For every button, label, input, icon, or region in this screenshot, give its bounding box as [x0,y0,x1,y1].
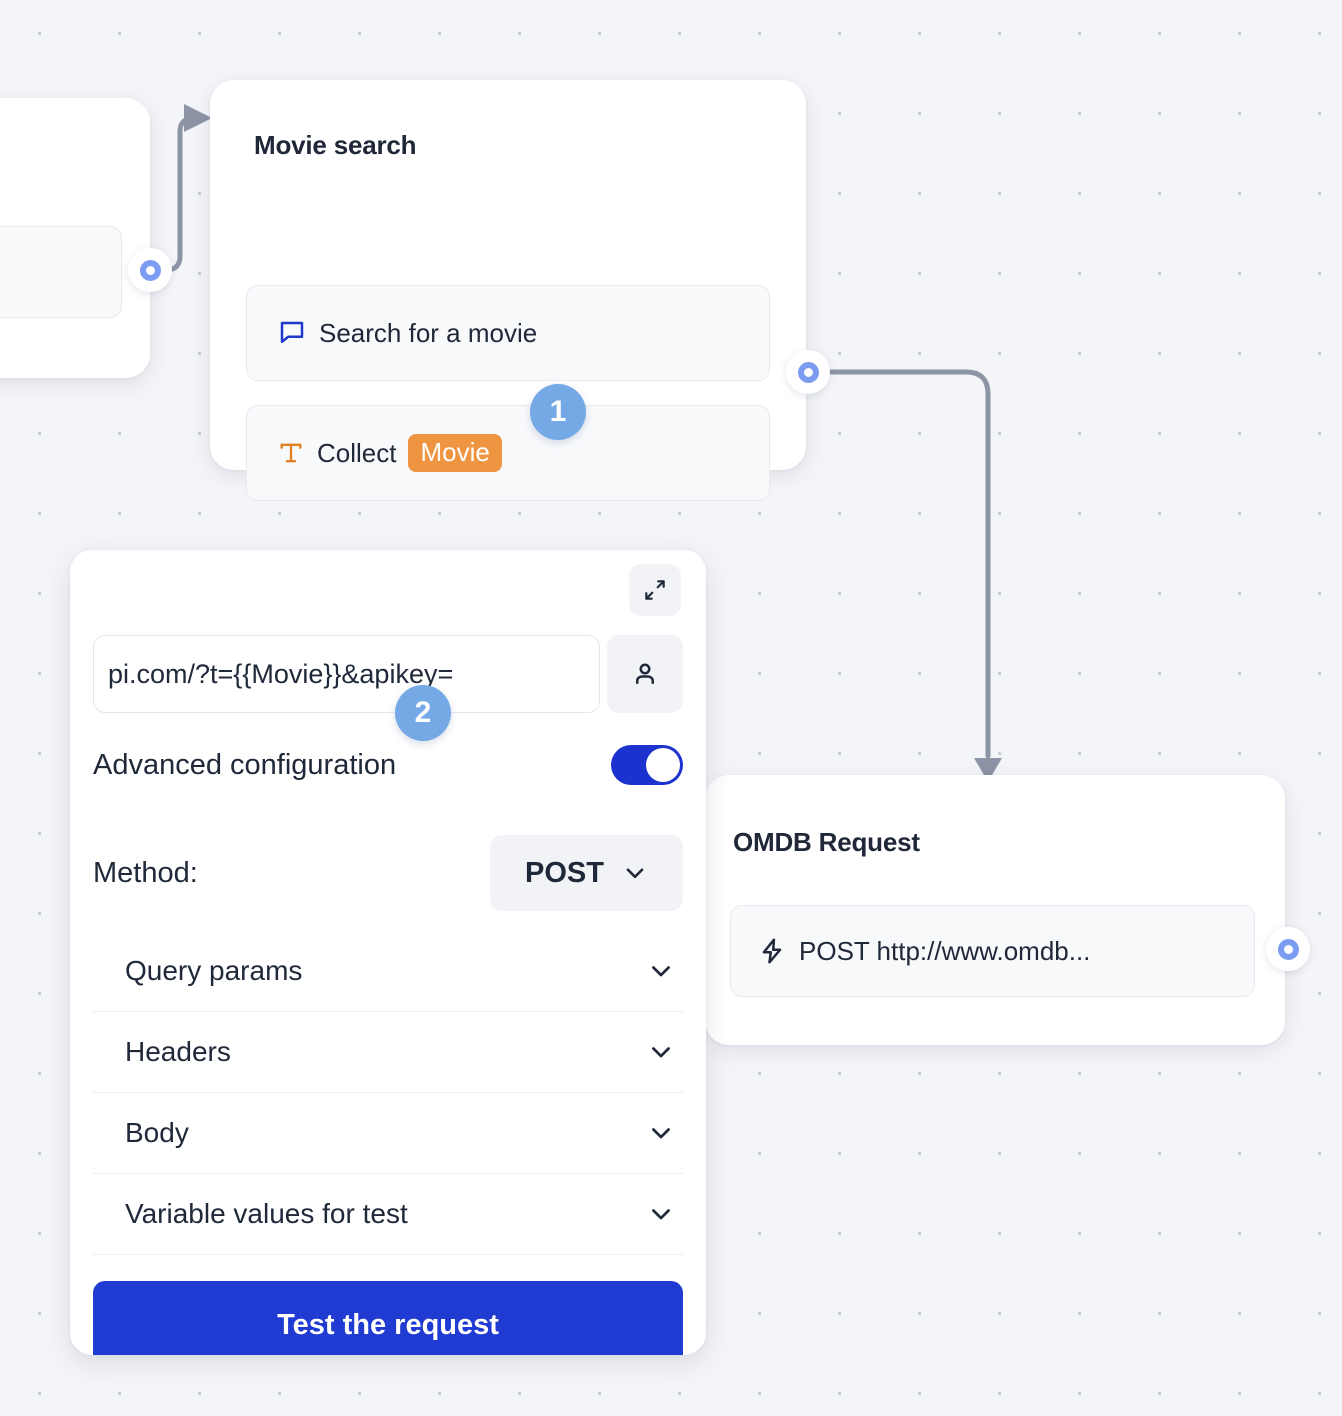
chevron-down-icon [622,860,648,886]
node-omdb-request[interactable]: OMDB Request POST http://www.omdb... [705,775,1285,1045]
url-row [93,635,683,713]
accordion-item-body[interactable]: Body [93,1093,683,1174]
method-select[interactable]: POST [490,835,683,911]
toggle-knob [646,748,680,782]
port-previous-output[interactable] [128,248,172,292]
lightning-bolt-icon [757,936,787,966]
node-row-text: Search for a movie [319,317,538,348]
previous-node-row[interactable] [0,226,122,318]
node-row-label-wrap: POST http://www.omdb... [757,936,1090,967]
node-row-post-request[interactable]: POST http://www.omdb... [730,905,1255,997]
previous-node-card[interactable] [0,98,150,378]
node-row-collect-movie[interactable]: Collect Movie [246,405,770,501]
node-omdb-request-title: OMDB Request [733,827,920,857]
text-t-icon [277,439,305,467]
node-movie-search-title: Movie search [254,130,417,160]
accordion-item-headers[interactable]: Headers [93,1012,683,1093]
accordion-label: Headers [125,1036,231,1067]
accordion-item-query-params[interactable]: Query params [93,931,683,1012]
request-sections-accordion: Query params Headers Body [93,931,683,1255]
accordion-label: Query params [125,955,303,986]
advanced-configuration-row: Advanced configuration [93,745,683,785]
url-input[interactable] [93,635,601,713]
node-row-text: Collect [317,437,397,468]
person-icon[interactable] [607,635,683,713]
accordion-label: Body [125,1117,189,1148]
node-row-text: POST http://www.omdb... [799,935,1091,966]
node-row-search-for-a-movie[interactable]: Search for a movie [246,285,770,381]
accordion-item-variable-values-for-test[interactable]: Variable values for test [93,1174,683,1255]
chat-bubble-icon [277,318,307,348]
node-row-label-wrap: Collect Movie [277,433,502,473]
node-movie-search[interactable]: Movie search Search for a movie [210,80,806,501]
test-the-request-button[interactable]: Test the request [93,1281,683,1355]
node-row-label-wrap: Search for a movie [277,318,537,349]
port-omdb-request-output[interactable] [1266,927,1310,971]
chevron-down-icon[interactable] [647,1119,675,1147]
accordion-label: Variable values for test [125,1198,408,1229]
step-badge-1: 1 [530,384,586,440]
chevron-down-icon[interactable] [647,957,675,985]
method-row: Method: POST [93,835,683,911]
port-movie-search-output[interactable] [786,350,830,394]
variable-tag-movie[interactable]: Movie [408,433,502,473]
method-select-value: POST [525,856,604,889]
method-label: Method: [93,856,198,889]
chevron-down-icon[interactable] [647,1200,675,1228]
chevron-down-icon[interactable] [647,1038,675,1066]
step-badge-2: 2 [395,685,451,741]
expand-diagonal-icon[interactable] [629,564,681,616]
request-config-panel[interactable]: Advanced configuration Method: POST Quer… [70,550,706,1355]
advanced-configuration-toggle[interactable] [611,745,683,785]
advanced-configuration-label: Advanced configuration [93,748,397,781]
